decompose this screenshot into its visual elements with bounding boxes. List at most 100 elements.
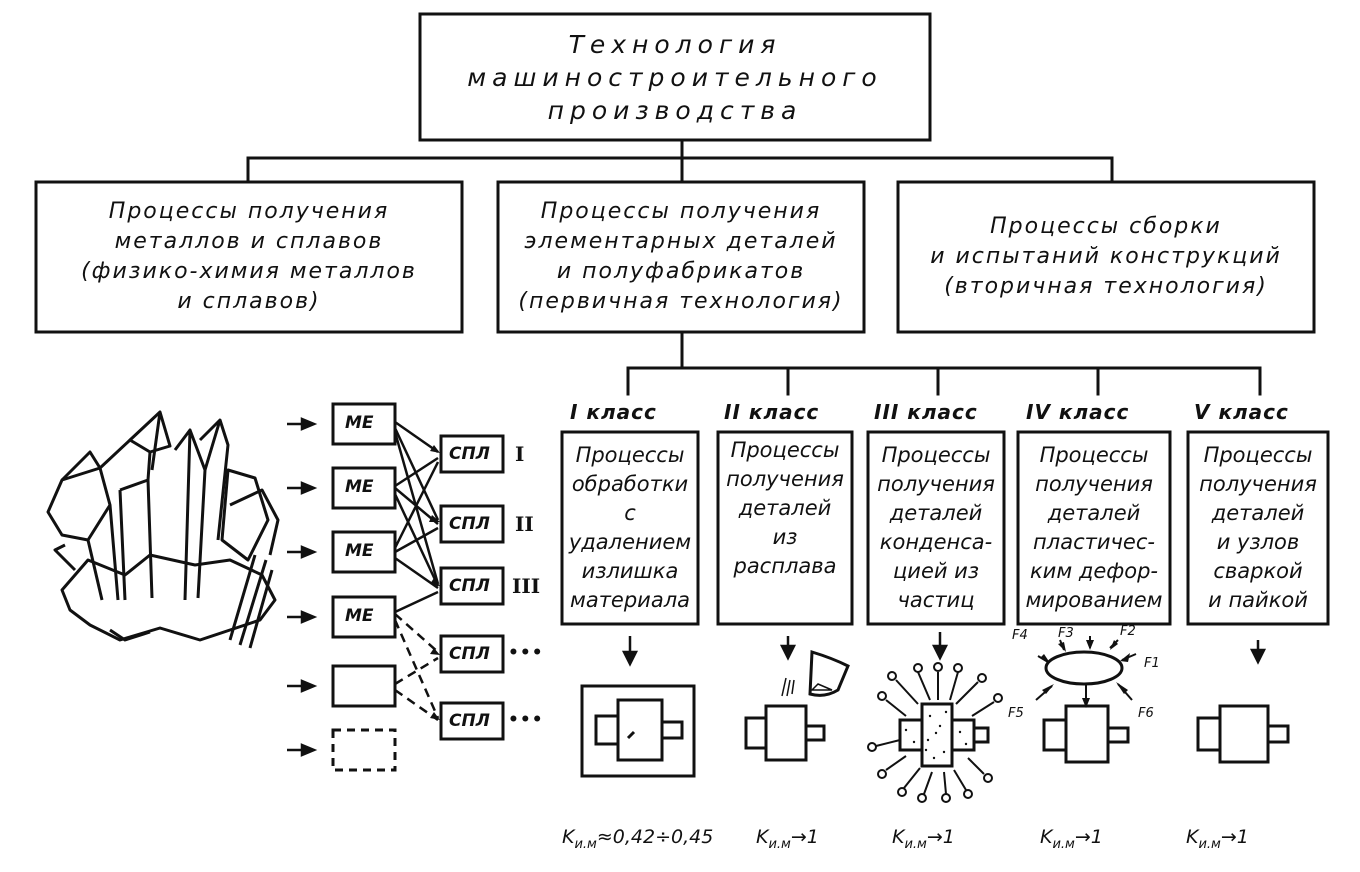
force-label: F4 bbox=[1012, 628, 1028, 643]
class-line: расплава bbox=[733, 554, 837, 578]
alloy-grade-label: II bbox=[515, 512, 534, 536]
material-utilization-coefficient: Kи.м→1 bbox=[1040, 826, 1103, 852]
class-line: частиц bbox=[897, 588, 975, 612]
class-box-2-text: Процессы получения деталей из расплава bbox=[718, 432, 852, 624]
class-box-2 bbox=[716, 430, 854, 626]
kim-value: →1 bbox=[790, 826, 819, 848]
class-line: и пайкой bbox=[1208, 588, 1308, 612]
process-line: (вторичная технология) bbox=[944, 274, 1268, 299]
process-line: Процессы получения bbox=[108, 199, 390, 224]
spl-label: СПЛ bbox=[449, 514, 490, 534]
class-heading: I класс bbox=[570, 400, 657, 424]
title-line: машиностроительного bbox=[467, 62, 883, 92]
process-line: и полуфабрикатов bbox=[556, 259, 806, 284]
class-line: конденса- bbox=[879, 530, 993, 554]
material-utilization-coefficient: Kи.м→1 bbox=[756, 826, 819, 852]
class-line: получения bbox=[726, 467, 844, 491]
class-line: обработки bbox=[571, 472, 689, 496]
force-label: F2 bbox=[1120, 624, 1136, 639]
kim-subscript: и.м bbox=[1052, 836, 1075, 852]
class-line: сваркой bbox=[1213, 559, 1303, 583]
class-line: ким дефор- bbox=[1030, 559, 1158, 583]
process-line: (физико-химия металлов bbox=[81, 259, 417, 284]
title-line: производства bbox=[547, 95, 803, 125]
class-line: пластичес- bbox=[1033, 530, 1155, 554]
class-line: Процессы bbox=[1039, 443, 1149, 467]
spl-label: СПЛ bbox=[449, 644, 490, 664]
class-box-4-text: Процессы получения деталей пластичес- ки… bbox=[1018, 432, 1170, 624]
process-line: металлов и сплавов bbox=[114, 229, 384, 254]
class-line: Процессы bbox=[1203, 443, 1313, 467]
crystal-cluster-illustration bbox=[46, 410, 280, 649]
alloy-grade-label: III bbox=[512, 574, 541, 598]
force-label: F6 bbox=[1138, 706, 1154, 721]
kim-subscript: и.м bbox=[768, 836, 791, 852]
class-line: деталей bbox=[889, 501, 983, 525]
process-box-1-text: Процессы получения металлов и сплавов (ф… bbox=[36, 182, 462, 332]
class-line: цией из bbox=[893, 559, 979, 583]
kim-subscript: и.м bbox=[904, 836, 927, 852]
process-box-3 bbox=[896, 180, 1316, 334]
me-label: МЕ bbox=[345, 541, 374, 561]
kim-symbol: K bbox=[892, 826, 905, 848]
class-line: деталей bbox=[1047, 501, 1141, 525]
class-line: получения bbox=[1035, 472, 1153, 496]
process-line: Процессы получения bbox=[540, 199, 822, 224]
class-box-1-text: Процессы обработки с удалением излишка м… bbox=[562, 432, 698, 624]
class-line: излишка bbox=[581, 559, 679, 583]
class-line: получения bbox=[877, 472, 995, 496]
force-label: F1 bbox=[1144, 656, 1160, 671]
kim-value: →1 bbox=[1220, 826, 1249, 848]
material-utilization-coefficient: Kи.м→1 bbox=[1186, 826, 1249, 852]
class-line: мированием bbox=[1025, 588, 1163, 612]
more-alloys-ellipsis: ••• bbox=[508, 710, 544, 730]
class-line: удалением bbox=[568, 530, 692, 554]
class-line: из bbox=[772, 525, 798, 549]
top-box-text: Технология машиностроительного производс… bbox=[420, 14, 930, 140]
process-line: (первичная технология) bbox=[518, 289, 844, 314]
class-box-5 bbox=[1186, 430, 1330, 626]
class-line: материала bbox=[569, 588, 690, 612]
force-label: F5 bbox=[1008, 706, 1024, 721]
me-label: МЕ bbox=[345, 606, 374, 626]
class-box-4 bbox=[1016, 430, 1172, 626]
class-line: деталей bbox=[1211, 501, 1305, 525]
class-box-3 bbox=[866, 430, 1006, 626]
class-heading: IV класс bbox=[1026, 400, 1130, 424]
me-label: МЕ bbox=[345, 477, 374, 497]
spl-label: СПЛ bbox=[449, 711, 490, 731]
alloy-grade-label: I bbox=[515, 442, 525, 466]
material-utilization-coefficient: Kи.м≈0,42÷0,45 bbox=[562, 826, 713, 852]
kim-symbol: K bbox=[756, 826, 769, 848]
process-line: Процессы сборки bbox=[990, 214, 1222, 239]
kim-symbol: K bbox=[1186, 826, 1199, 848]
me-label: МЕ bbox=[345, 413, 374, 433]
process-box-1 bbox=[34, 180, 464, 334]
spl-label: СПЛ bbox=[449, 576, 490, 596]
process-line: элементарных деталей bbox=[524, 229, 838, 254]
kim-subscript: и.м bbox=[574, 836, 597, 852]
class-heading: III класс bbox=[874, 400, 978, 424]
class-box-3-text: Процессы получения деталей конденса- цие… bbox=[868, 432, 1004, 624]
class-heading: V класс bbox=[1194, 400, 1289, 424]
spl-label: СПЛ bbox=[449, 444, 490, 464]
kim-subscript: и.м bbox=[1198, 836, 1221, 852]
class-line: деталей bbox=[738, 496, 832, 520]
title-line: Технология bbox=[568, 29, 782, 59]
class-line: получения bbox=[1199, 472, 1317, 496]
class-box-5-text: Процессы получения деталей и узлов сварк… bbox=[1188, 432, 1328, 624]
more-alloys-ellipsis: ••• bbox=[508, 643, 544, 663]
class-heading: II класс bbox=[724, 400, 820, 424]
material-utilization-coefficient: Kи.м→1 bbox=[892, 826, 955, 852]
process-box-2-text: Процессы получения элементарных деталей … bbox=[498, 182, 864, 332]
class-box-1 bbox=[560, 430, 700, 626]
process-line: и испытаний конструкций bbox=[930, 244, 1282, 269]
kim-value: →1 bbox=[926, 826, 955, 848]
kim-value: →1 bbox=[1074, 826, 1103, 848]
kim-value: ≈0,42÷0,45 bbox=[596, 826, 714, 848]
kim-symbol: K bbox=[562, 826, 575, 848]
part-drawings bbox=[580, 650, 1290, 778]
top-box bbox=[418, 12, 932, 142]
class-line: Процессы bbox=[575, 443, 685, 467]
